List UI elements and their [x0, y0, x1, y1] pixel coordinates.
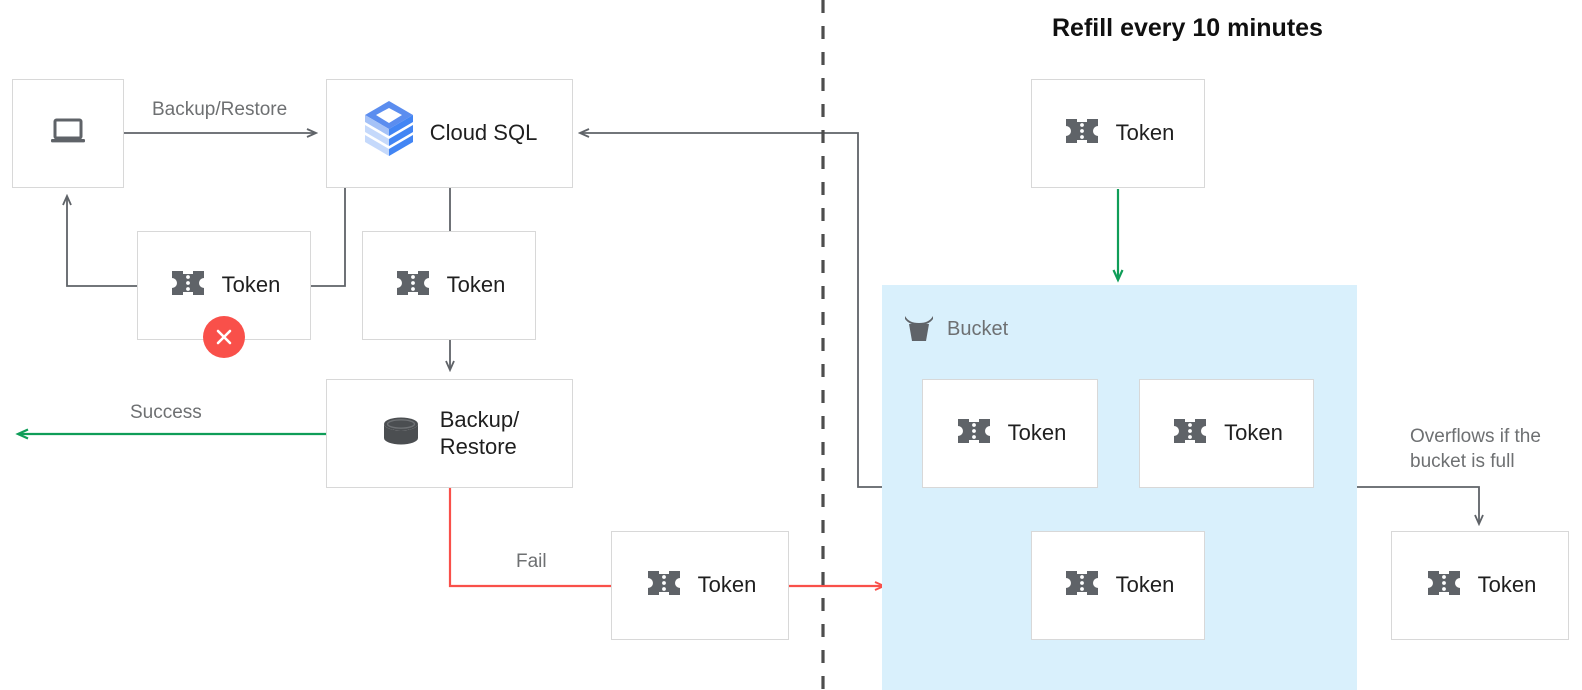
- bucket-label: Bucket: [947, 318, 1009, 340]
- client-device-node[interactable]: [12, 79, 124, 188]
- token-icon: [1170, 415, 1210, 452]
- backup-restore-node[interactable]: Backup/ Restore: [326, 379, 573, 488]
- token-icon: [393, 267, 433, 304]
- token-icon: [644, 567, 684, 604]
- wire-tokenfailed-to-client: [67, 196, 137, 287]
- laptop-icon: [48, 115, 88, 152]
- wire-bucket-overflow: [1357, 486, 1479, 524]
- token-refill-node[interactable]: Token: [1031, 79, 1205, 188]
- edge-label-fail: Fail: [516, 551, 547, 572]
- cloud-sql-label: Cloud SQL: [429, 120, 538, 146]
- token-request-label: Token: [446, 272, 506, 298]
- wire-bucket-to-cloudsql: [580, 133, 882, 488]
- edge-label-success: Success: [130, 402, 202, 423]
- token-bucket-1-label: Token: [1007, 420, 1067, 446]
- wire-cloudsql-to-tokenfailed: [311, 188, 346, 287]
- bucket-icon: [903, 312, 935, 347]
- token-icon: [168, 267, 208, 304]
- token-failed-label: Token: [221, 272, 281, 298]
- token-bucket-2-label: Token: [1224, 420, 1283, 446]
- x-icon: [203, 316, 245, 358]
- cloud-sql-icon: [362, 99, 416, 168]
- edge-label-overflow: Overflows if the bucket is full: [1410, 426, 1541, 472]
- cloud-sql-node[interactable]: Cloud SQL: [326, 79, 573, 188]
- diagram-title: Refill every 10 minutes: [1052, 14, 1323, 42]
- edge-label-backup-restore: Backup/Restore: [152, 99, 288, 120]
- token-bucket-3-label: Token: [1115, 572, 1175, 598]
- token-refill-label: Token: [1115, 120, 1175, 146]
- token-icon: [1424, 567, 1464, 604]
- token-overflow-label: Token: [1477, 572, 1537, 598]
- database-icon: [380, 413, 422, 454]
- token-fail-out-label: Token: [697, 572, 757, 598]
- token-icon: [1062, 115, 1102, 152]
- token-bucket-2-node[interactable]: Token: [1139, 379, 1314, 488]
- token-overflow-node[interactable]: Token: [1391, 531, 1569, 640]
- token-bucket-3-node[interactable]: Token: [1031, 531, 1205, 640]
- bucket-header: Bucket: [903, 312, 1008, 347]
- token-request-node[interactable]: Token: [362, 231, 536, 340]
- token-icon: [1062, 567, 1102, 604]
- token-bucket-1-node[interactable]: Token: [922, 379, 1098, 488]
- token-icon: [954, 415, 994, 452]
- backup-restore-label: Backup/ Restore: [439, 406, 520, 459]
- token-fail-out-node[interactable]: Token: [611, 531, 789, 640]
